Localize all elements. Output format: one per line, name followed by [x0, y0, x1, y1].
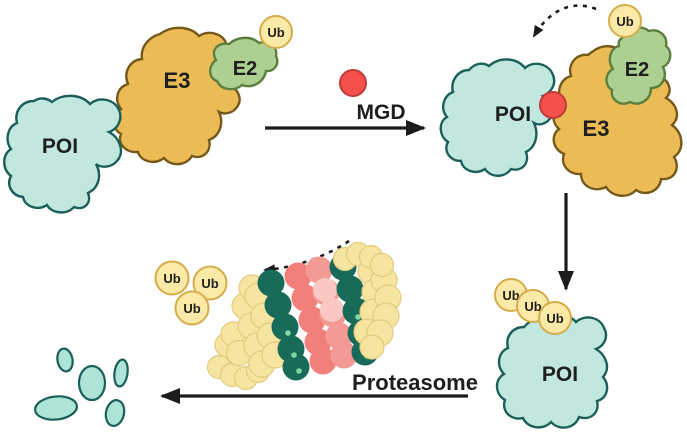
poi-protein-blob	[3, 94, 123, 214]
e3-label: E3	[164, 68, 191, 93]
ub-label: Ub	[546, 311, 563, 326]
ubiquitin-circle	[192, 265, 228, 301]
ub-label: Ub	[502, 288, 519, 303]
degraded-peptide-fragments	[33, 347, 129, 427]
mgd-molecule	[539, 91, 567, 119]
ubiquitin-circle	[259, 15, 293, 49]
ub-label: Ub	[616, 14, 633, 29]
ubiquitin-circle	[154, 260, 190, 296]
e3-label: E3	[583, 116, 610, 141]
step3-ubiquitinated-poi: Ub Ub Ub POI	[494, 278, 609, 429]
mgd-molecule	[339, 69, 367, 97]
proteasome: Ub Ub Ub	[154, 239, 478, 404]
released-ubiquitins: Ub Ub Ub	[154, 260, 228, 326]
proteasome-label: Proteasome	[352, 370, 478, 395]
e2-label: E2	[233, 58, 257, 80]
ubiquitin-circle	[174, 290, 210, 326]
ub-label: Ub	[183, 301, 200, 316]
poi-label: POI	[495, 103, 531, 126]
e2-enzyme-blob	[208, 36, 279, 91]
ub-transfer-dashed-arrow	[532, 4, 597, 38]
poi-label: POI	[542, 363, 578, 386]
proteasome-teal-ring-left	[257, 269, 310, 381]
e2-label: E2	[625, 59, 649, 81]
e2-enzyme-blob	[605, 26, 672, 105]
peptide-fragment	[33, 395, 79, 421]
poi-protein-blob	[439, 58, 556, 177]
peptide-fragment	[104, 399, 126, 427]
proteasome-pink-rings	[284, 256, 358, 375]
ub-label: Ub	[524, 299, 541, 314]
ub-label: Ub	[267, 25, 284, 40]
step1-unbound-complex: POI E3 E2 Ub	[3, 15, 293, 214]
ubiquitin-circle	[608, 4, 642, 38]
proteasome-yellow-cap-left	[206, 274, 289, 391]
poi-protein-blob	[495, 313, 609, 429]
ubiquitin-chain: Ub Ub Ub	[494, 278, 572, 335]
mgd-label: MGD	[357, 101, 406, 124]
ubiquitin-circle	[538, 301, 572, 335]
peptide-fragment	[77, 364, 107, 402]
poi-label: POI	[42, 135, 78, 158]
ub-release-dashed-arrow	[263, 239, 350, 275]
proteasome-yellow-cap-right	[332, 241, 402, 360]
ub-label: Ub	[201, 276, 218, 291]
mgd-reaction: MGD	[265, 69, 426, 136]
proteasome-spheres	[206, 241, 402, 391]
step2-ternary-complex: POI E3 E2 Ub	[439, 4, 683, 197]
peptide-fragment	[56, 347, 74, 373]
ub-label: Ub	[163, 271, 180, 286]
peptide-fragment	[113, 358, 129, 388]
